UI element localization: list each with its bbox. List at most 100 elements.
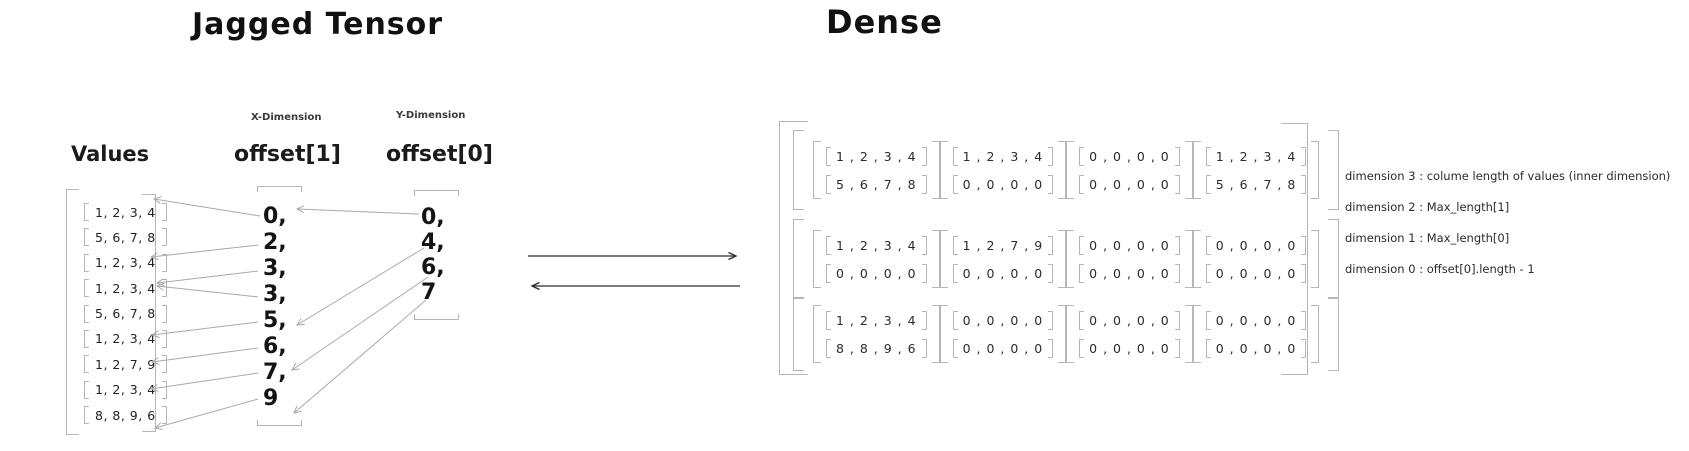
bracket-left [84, 355, 89, 374]
line-bracket-right [1301, 310, 1307, 330]
line-bracket-right [921, 146, 927, 166]
matrix-bracket-left [1192, 305, 1201, 363]
dense-matrix-line: 1 , 2 , 7 , 9 [962, 237, 1044, 253]
line-bracket-right [1301, 263, 1307, 283]
dense-matrix: 0 , 0 , 0 , 0 0 , 0 , 0 , 0 [939, 305, 1067, 363]
line-bracket-left [1205, 174, 1211, 194]
line-bracket-right [1301, 235, 1307, 255]
matrix-bracket-right [1184, 141, 1193, 199]
line-bracket-left [826, 310, 831, 330]
matrix-bracket-right [1058, 141, 1067, 199]
line-bracket-left [952, 235, 958, 255]
line-bracket-left [1079, 146, 1085, 166]
offset1-entry: 9 [263, 386, 279, 411]
line-bracket-left [1205, 338, 1211, 358]
line-bracket-right [1048, 235, 1054, 255]
line-bracket-right [921, 174, 927, 194]
line-bracket-right [1048, 263, 1054, 283]
row-bracket-right [1328, 297, 1340, 371]
dense-matrix-line: 5 , 6 , 7 , 8 [1215, 176, 1297, 192]
line-bracket-left [1205, 235, 1211, 255]
line-bracket-left [826, 146, 831, 166]
line-bracket-left [952, 338, 958, 358]
values-row-text: 1, 2, 3, 4 [95, 280, 156, 296]
line-bracket-left [826, 174, 831, 194]
values-row-text: 1, 2, 3, 4 [95, 255, 156, 271]
dense-batch-row: 1 , 2 , 3 , 4 5 , 6 , 7 , 8 1 , 2 , 3 , … [793, 130, 1340, 210]
line-bracket-right [1174, 310, 1180, 330]
line-bracket-right [1301, 338, 1307, 358]
values-row-text: 8, 8, 9, 6 [95, 407, 156, 423]
line-bracket-left [1079, 263, 1085, 283]
bracket-right [161, 253, 167, 272]
matrix-bracket-right [1184, 305, 1193, 363]
line-bracket-left [826, 235, 831, 255]
dense-matrix-line: 0 , 0 , 0 , 0 [1089, 237, 1170, 253]
line-bracket-left [1079, 174, 1085, 194]
dense-matrix: 0 , 0 , 0 , 0 0 , 0 , 0 , 0 [1066, 230, 1193, 288]
arrow-offset0-7-to-offset1 [293, 299, 427, 414]
dense-batch-row: 1 , 2 , 3 , 4 0 , 0 , 0 , 0 1 , 2 , 7 , … [793, 219, 1340, 299]
line-bracket-right [1301, 174, 1307, 194]
matrix-bracket-left [939, 305, 948, 363]
dense-matrix-line: 1 , 2 , 3 , 4 [836, 312, 917, 328]
matrix-bracket-right [931, 230, 940, 288]
bracket-right [161, 228, 167, 247]
offset1-entry: 5, [263, 308, 287, 333]
offset1-entry: 6, [263, 334, 287, 359]
dense-matrix-line: 0 , 0 , 0 , 0 [962, 340, 1044, 356]
arrow-offset0-4-to-offset1 [296, 247, 425, 326]
bracket-left [84, 228, 89, 247]
matrix-bracket-right [1058, 305, 1067, 363]
arrow-offset0-6-to-offset1 [291, 276, 429, 371]
matrix-bracket-left [1192, 230, 1201, 288]
bracket-right [161, 355, 167, 374]
row-bracket-right [1328, 219, 1340, 299]
values-row: 8, 8, 9, 6 [84, 405, 167, 425]
offset0-entry: 7 [421, 280, 437, 305]
matrix-bracket-left [1066, 230, 1075, 288]
dense-matrix-line: 0 , 0 , 0 , 0 [1089, 340, 1170, 356]
values-row: 5, 6, 7, 8 [84, 304, 167, 324]
values-row-text: 5, 6, 7, 8 [95, 229, 156, 245]
line-bracket-left [952, 310, 958, 330]
bracket-left [84, 380, 89, 399]
row-bracket-left [793, 297, 804, 371]
offset1-top-bracket [257, 186, 302, 192]
line-bracket-left [1205, 146, 1211, 166]
bracket-left [84, 279, 89, 298]
dense-matrix-line: 8 , 8 , 9 , 6 [836, 340, 917, 356]
arrow-offset1-2-to-values [149, 244, 259, 261]
dense-matrix-line: 1 , 2 , 3 , 4 [1215, 148, 1297, 164]
arrow-offset1-3b-to-values [155, 282, 259, 298]
values-outer-bracket-right [142, 194, 156, 432]
matrix-bracket-left [1192, 141, 1201, 199]
line-bracket-right [1174, 263, 1180, 283]
bracket-left [84, 406, 89, 425]
offset1-entry: 3, [263, 256, 287, 281]
offset0-column: 0, 4, 6, 7 [421, 205, 445, 305]
conversion-arrows [528, 251, 740, 291]
matrix-bracket-right [931, 141, 940, 199]
line-bracket-right [1174, 174, 1180, 194]
bracket-left [84, 304, 89, 323]
line-bracket-right [1174, 146, 1180, 166]
bracket-left [84, 203, 89, 221]
row-bracket-left [793, 130, 804, 210]
values-row-text: 1, 2, 3, 4 [95, 331, 156, 347]
bracket-left [84, 329, 89, 348]
x-dimension-label: X-Dimension [251, 112, 322, 123]
dimension-annotations: dimension 3 : colume length of values (i… [1345, 169, 1670, 293]
dense-matrix-line: 0 , 0 , 0 , 0 [962, 176, 1044, 192]
dense-matrix-line: 1 , 2 , 3 , 4 [962, 148, 1044, 164]
values-outer-bracket-left [66, 189, 79, 435]
matrix-bracket-left [1066, 141, 1075, 199]
dense-matrix-line: 1 , 2 , 3 , 4 [836, 237, 917, 253]
dense-matrix-line: 0 , 0 , 0 , 0 [1215, 312, 1297, 328]
row-bracket-left [793, 219, 804, 299]
values-row: 1, 2, 3, 4 [84, 202, 167, 222]
dense-matrix: 0 , 0 , 0 , 0 0 , 0 , 0 , 0 [1192, 305, 1320, 363]
jagged-title: Jagged Tensor [192, 7, 444, 42]
offset1-entry: 0, [263, 204, 287, 229]
dense-matrix: 1 , 2 , 3 , 4 0 , 0 , 0 , 0 [939, 141, 1067, 199]
